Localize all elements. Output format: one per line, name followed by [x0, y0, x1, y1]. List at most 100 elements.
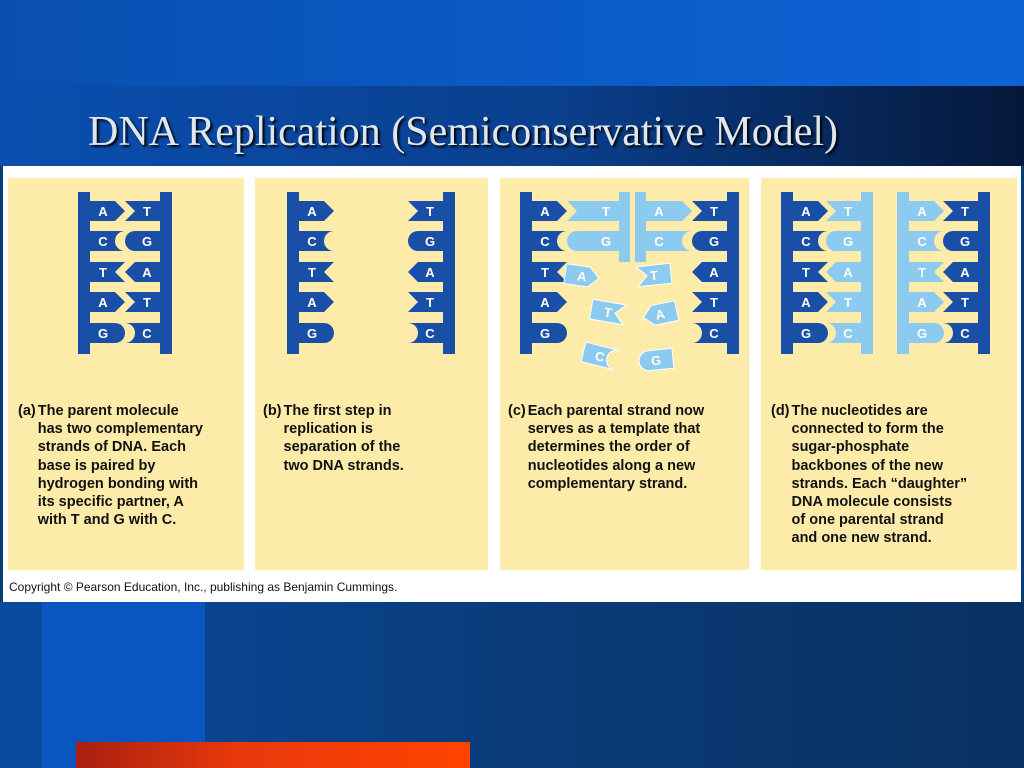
- panel-a-left-base-2-label: C: [98, 234, 108, 249]
- panel-c-left-template-base-5-label: G: [540, 326, 550, 341]
- background-title-band: [0, 86, 1024, 166]
- panel-c-left-template-base-4-label: A: [540, 295, 550, 310]
- panel-a-left-base-5-label: G: [98, 326, 108, 341]
- panel-c-left-new-base-1-label: T: [602, 204, 610, 219]
- panel-a-left-base-4-shape: [90, 292, 125, 312]
- panel-a-right-backbone: [160, 192, 172, 354]
- panel-c-right-template-base-1-label: T: [710, 204, 718, 219]
- panel-d-daughter2-right-base-5-label: C: [960, 326, 970, 341]
- panel-c-free-nucleotide-1-label: A: [576, 268, 588, 284]
- panel-d-daughter2-left-base-5-label: G: [917, 326, 927, 341]
- panel-c-left-template-base-1-shape: [532, 201, 567, 221]
- panel-c-left-template-base-4-shape: [532, 292, 567, 312]
- panel-d-text: (d) The nucleotides are connected to for…: [771, 402, 967, 548]
- panel-a-left-base-4-label: A: [98, 295, 108, 310]
- panel-d-daughter2-right-base-4-shape: [943, 292, 978, 312]
- panel-d-daughter2-right-base-1-shape: [943, 201, 978, 221]
- panel-a-left-backbone: [78, 192, 90, 354]
- panel-c-left-old-backbone: [520, 192, 532, 354]
- panel-d-caption: The nucleotides are connected to form th…: [791, 403, 968, 547]
- panel-b-right-base-3-shape: [408, 262, 443, 282]
- panel-c-right-new-base-1-shape: [646, 201, 692, 221]
- panel-a-left-base-5-shape: [90, 323, 125, 343]
- panel-d-daughter1-left-base-5-shape: [793, 323, 828, 343]
- panel-c-free-nucleotide-2-label: T: [649, 268, 659, 284]
- panel-d-daughter1-left-base-1-shape: [793, 201, 828, 221]
- panel-c-right-old-backbone: [727, 192, 739, 354]
- panel-d-daughter1-right-base-4-shape: [826, 292, 861, 312]
- panel-c-left-new-base-2-label: G: [601, 234, 611, 249]
- background-accent-block: [42, 602, 205, 768]
- panel-c-free-nucleotide-3-label: T: [603, 304, 613, 320]
- panel-d-daughter1-left-base-4-label: A: [801, 295, 811, 310]
- panel-b-right-backbone: [443, 192, 455, 354]
- panel-c-text: (c) Each parental strand now serves as a…: [508, 402, 704, 493]
- panel-d-daughter2-left-base-3-shape: [909, 262, 944, 282]
- copyright-notice: Copyright © Pearson Education, Inc., pub…: [9, 580, 398, 594]
- panel-a-right-base-2-label: G: [142, 234, 152, 249]
- panel-d-daughter1-left-base-2-shape: [793, 231, 828, 251]
- panel-c-free-nucleotide-1: A: [563, 263, 600, 288]
- panel-d-daughter1-right-base-5-label: C: [843, 326, 853, 341]
- panel-a-right-base-5-label: C: [142, 326, 152, 341]
- panel-d-daughter1-right-base-2-label: G: [843, 234, 853, 249]
- panel-c-free-nucleotide-6-label: G: [650, 353, 662, 369]
- panel-d-daughter2-left-base-2-shape: [909, 231, 944, 251]
- panel-d-daughter2-old-backbone: [978, 192, 990, 354]
- panel-c-free-nucleotide-5-shape: [580, 341, 620, 371]
- panel-a-letter: (a): [18, 403, 36, 419]
- panel-d-daughter2-right-base-2-label: G: [960, 234, 970, 249]
- panel-c-left-template-base-3-shape: [532, 262, 567, 282]
- panel-a-left-base-3-shape: [90, 262, 125, 282]
- panel-a-right-base-3-label: A: [142, 265, 152, 280]
- panel-c-free-nucleotide-5: C: [580, 341, 620, 371]
- panel-d-daughter1-left-base-2-label: C: [801, 234, 811, 249]
- panel-d-daughter1-left-base-1-label: A: [801, 204, 811, 219]
- panel-c-right-new-base-1-label: A: [654, 204, 664, 219]
- panel-b-left-base-5-label: G: [307, 326, 317, 341]
- panel-b-right-base-4-label: T: [426, 295, 434, 310]
- panel-d-daughter2-left-base-2-label: C: [917, 234, 927, 249]
- panel-b-left-base-4-label: A: [307, 295, 317, 310]
- panel-b-caption: The first step in replication is separat…: [283, 403, 404, 474]
- panel-d-daughter2-right-base-2-shape: [943, 231, 978, 251]
- panel-c-left-new-base-1-shape: [567, 201, 619, 221]
- panel-b-right-base-2-label: G: [425, 234, 435, 249]
- panel-c-right-template-base-3-label: A: [709, 265, 719, 280]
- panel-c-free-nucleotide-5-label: C: [594, 348, 607, 365]
- panel-c-right-template-base-2-shape: [692, 231, 727, 251]
- panel-d-daughter2-left-base-1-shape: [909, 201, 944, 221]
- panel-a-right-base-3-shape: [125, 262, 160, 282]
- panel-d-daughter1-left-base-3-shape: [793, 262, 828, 282]
- panel-b-right-base-4-shape: [408, 292, 443, 312]
- panel-a-right-base-1-shape: [125, 201, 160, 221]
- panel-b-left-base-2-label: C: [307, 234, 317, 249]
- panel-c-left-new-backbone: [619, 192, 630, 262]
- panel-b-left-base-1-label: A: [307, 204, 317, 219]
- panel-a-right-base-2-shape: [125, 231, 160, 251]
- panel-d-daughter1-new-backbone: [861, 192, 873, 354]
- panel-a-text: (a) The parent molecule has two compleme…: [18, 402, 203, 529]
- panel-d-daughter2-left-base-1-label: A: [917, 204, 927, 219]
- panel-b-left-base-1-shape: [299, 201, 334, 221]
- panel-d-daughter2-left-base-5-shape: [909, 323, 944, 343]
- panel-c-free-nucleotide-2-shape: [634, 262, 673, 288]
- panel-b-left-base-5-shape: [299, 323, 334, 343]
- panel-a-left-base-3-label: T: [99, 265, 107, 280]
- panel-d-daughter2-right-base-3-label: A: [960, 265, 970, 280]
- accent-bar: [76, 742, 470, 768]
- panel-d-letter: (d): [771, 403, 790, 419]
- panel-c-free-nucleotide-2: T: [634, 262, 673, 288]
- panel-b-right-base-2-shape: [408, 231, 443, 251]
- panel-d-daughter1-left-base-3-label: T: [802, 265, 810, 280]
- panel-c-right-new-base-2-shape: [646, 231, 692, 251]
- panel-b-text: (b) The first step in replication is sep…: [263, 402, 404, 475]
- panel-c-free-nucleotide-6: G: [638, 347, 675, 372]
- panel-c-right-template-base-1-shape: [692, 201, 727, 221]
